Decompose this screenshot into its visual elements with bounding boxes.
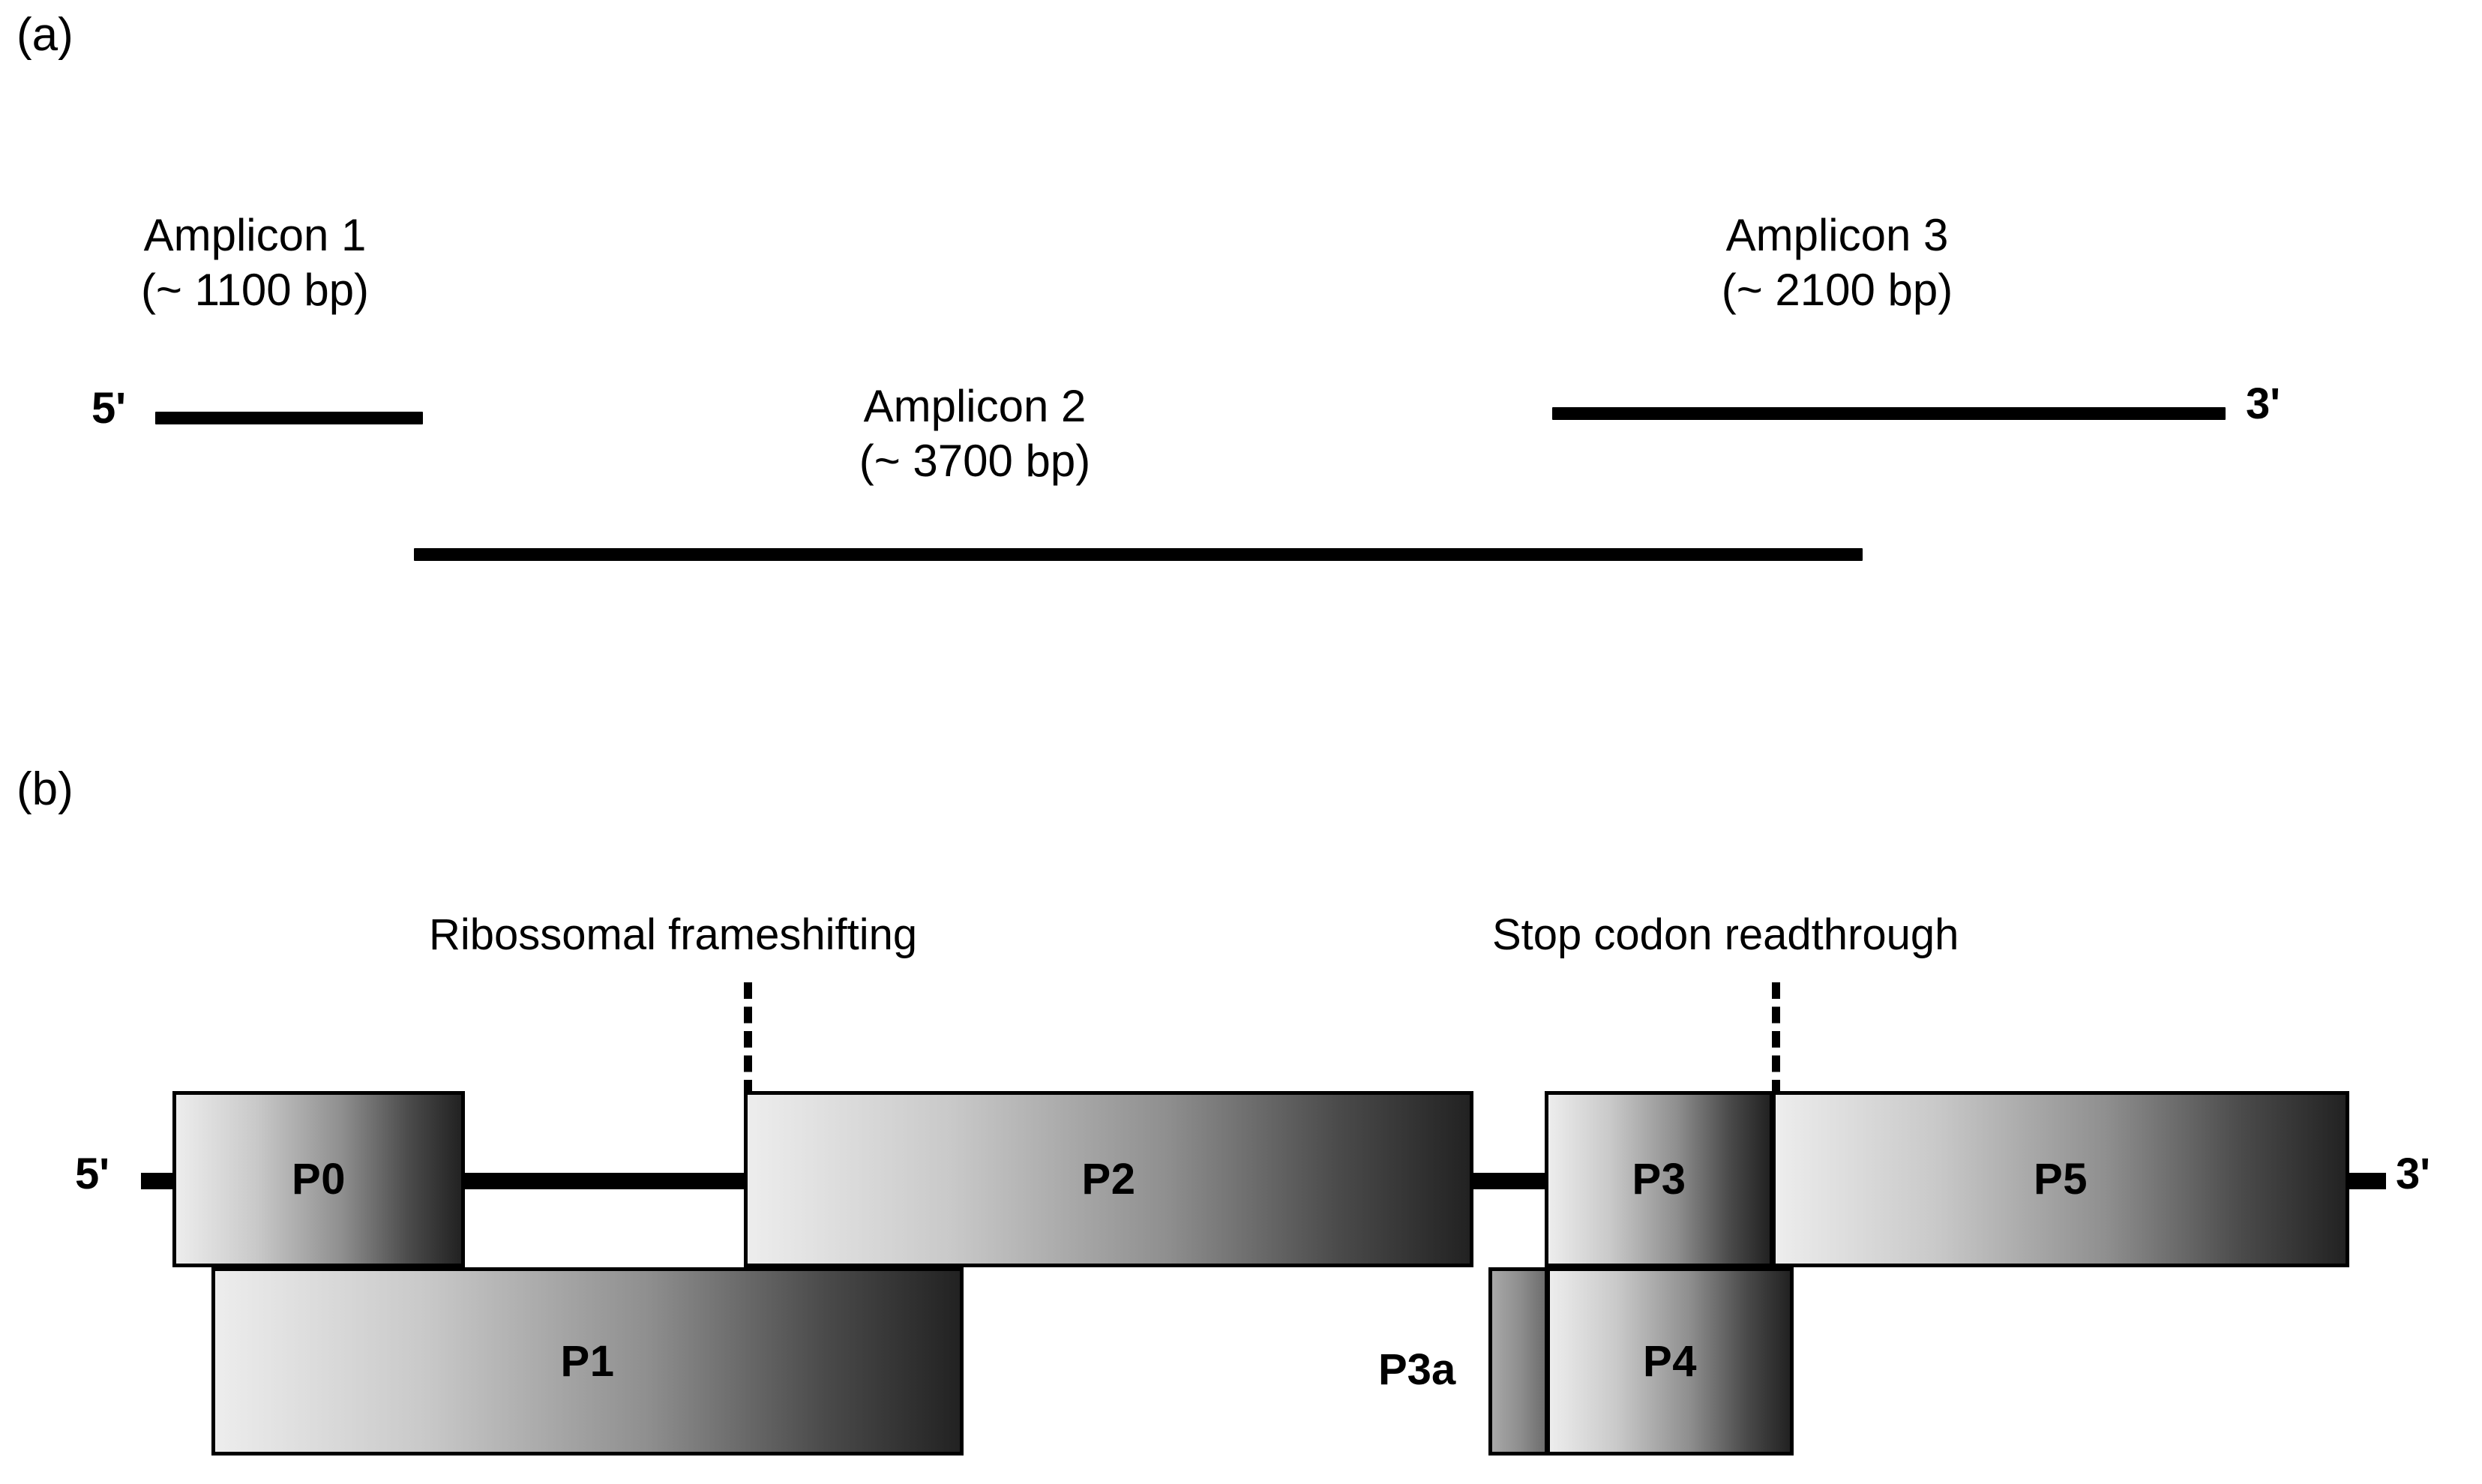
amplicon-2-bar xyxy=(414,548,1863,561)
orf-label-p5: P5 xyxy=(2034,1155,2088,1204)
amplicon-1-label: Amplicon 1(~ 1100 bp) xyxy=(105,208,405,317)
amplicon-2-name: Amplicon 2 xyxy=(863,381,1087,431)
backbone-segment-p0-p2 xyxy=(450,1173,750,1189)
orf-box-p2[interactable]: P2 xyxy=(744,1091,1473,1267)
backbone-segment-3prime xyxy=(2340,1173,2386,1189)
amplicon-3-label: Amplicon 3(~ 2100 bp) xyxy=(1680,208,1995,317)
panel-a-three-prime-label: 3' xyxy=(2246,379,2281,428)
orf-label-p0: P0 xyxy=(292,1155,346,1204)
amplicon-1-size: (~ 1100 bp) xyxy=(140,265,370,316)
amplicon-3-bar xyxy=(1552,407,2226,420)
orf-box-p5[interactable]: P5 xyxy=(1772,1091,2349,1267)
panel-a-five-prime-label: 5' xyxy=(91,384,127,433)
orf-label-p3a: P3a xyxy=(1378,1345,1456,1394)
backbone-segment-p2-p3 xyxy=(1466,1173,1552,1189)
orf-box-p0[interactable]: P0 xyxy=(172,1091,465,1267)
amplicon-2-size: (~ 3700 bp) xyxy=(859,436,1091,487)
orf-box-p3a[interactable] xyxy=(1488,1267,1548,1456)
amplicon-2-label: Amplicon 2(~ 3700 bp) xyxy=(817,379,1132,488)
orf-box-p3[interactable]: P3 xyxy=(1545,1091,1773,1267)
panel-a-tag: (a) xyxy=(16,9,73,61)
amplicon-1-name: Amplicon 1 xyxy=(143,210,367,260)
panel-b-five-prime-label: 5' xyxy=(75,1150,110,1198)
frameshift-dashed-line xyxy=(744,982,752,1096)
orf-label-p4: P4 xyxy=(1643,1337,1697,1386)
panel-b-tag: (b) xyxy=(16,763,73,815)
annotation-ribosomal-frameshifting: Ribossomal frameshifting xyxy=(429,910,918,959)
panel-b-three-prime-label: 3' xyxy=(2396,1150,2431,1198)
orf-box-p1[interactable]: P1 xyxy=(211,1267,964,1456)
orf-box-p4[interactable]: P4 xyxy=(1546,1267,1794,1456)
orf-label-p2: P2 xyxy=(1081,1155,1136,1204)
amplicon-3-name: Amplicon 3 xyxy=(1725,210,1949,260)
readthrough-dashed-line xyxy=(1772,982,1780,1096)
orf-label-p1: P1 xyxy=(560,1337,615,1386)
annotation-stop-codon-readthrough: Stop codon readthrough xyxy=(1492,910,1959,959)
amplicon-1-bar xyxy=(155,412,423,424)
orf-label-p3: P3 xyxy=(1632,1155,1686,1204)
amplicon-3-size: (~ 2100 bp) xyxy=(1721,265,1953,316)
